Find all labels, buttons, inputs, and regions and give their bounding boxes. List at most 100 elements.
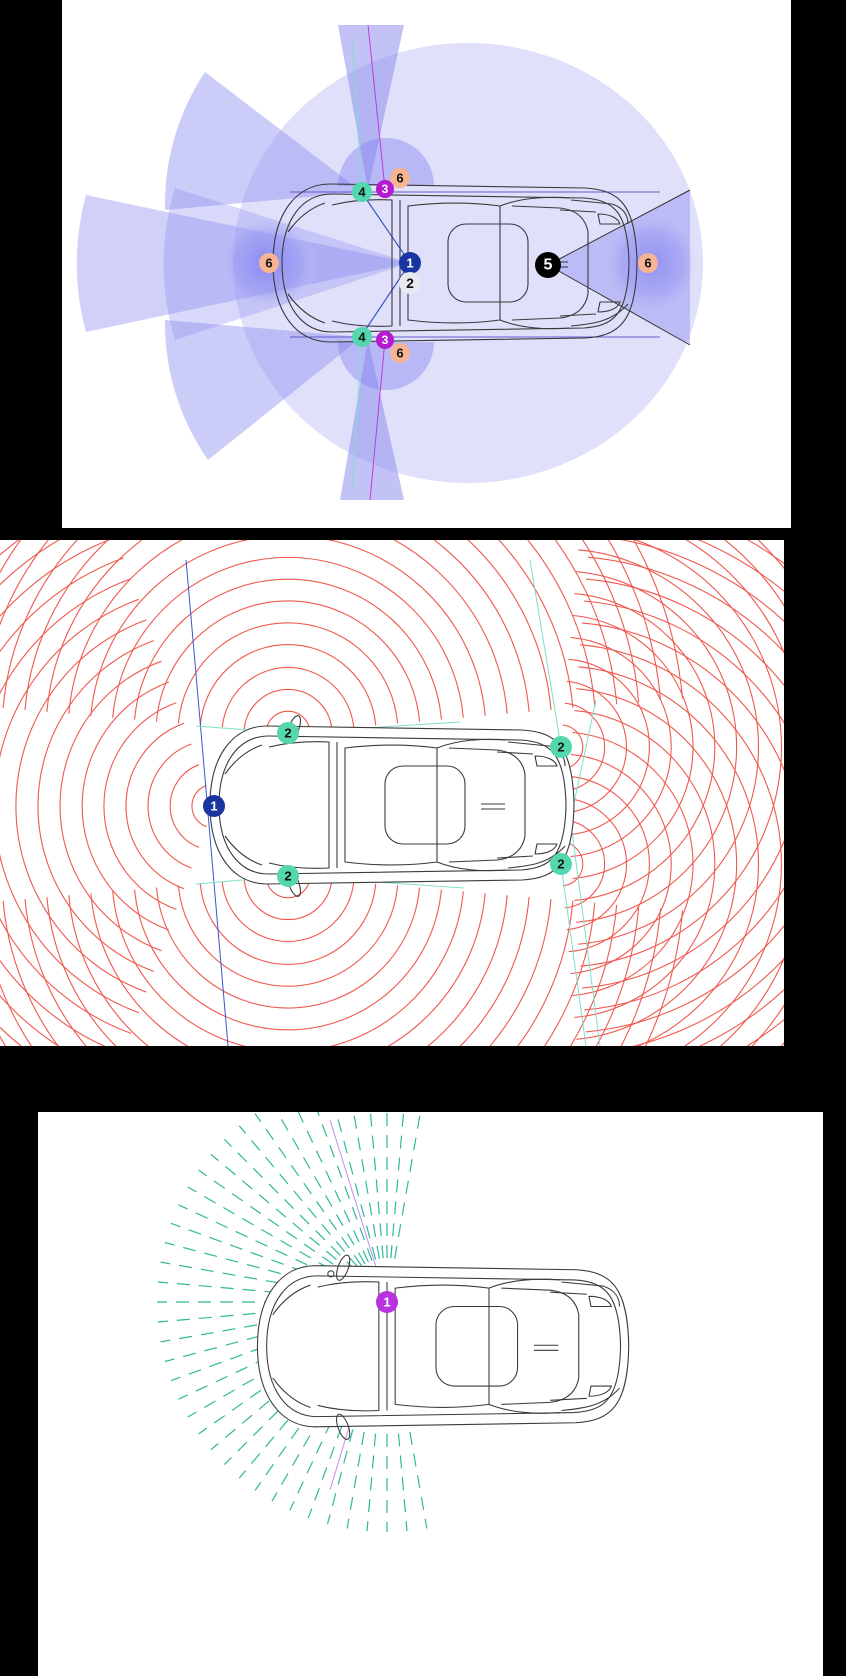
ultrasonic-wave-arc (562, 724, 584, 770)
lidar-beam-ray (254, 1113, 388, 1303)
ultrasonic-wave-arc (243, 879, 333, 921)
ultrasonic-wave-arc (578, 666, 759, 1046)
marker-6-fl-label: 6 (396, 171, 403, 186)
lidar-beam-ray (198, 1169, 388, 1303)
ultrasonic-wave-arc (147, 743, 192, 869)
marker-2-rear-right[interactable]: 2 (550, 853, 572, 875)
ultrasonic-marker-group[interactable]: 1 2 2 2 2 (203, 722, 572, 887)
adas-marker-group[interactable]: 6 6 6 6 3 (259, 168, 658, 363)
guide-line-rear-upper (547, 189, 691, 266)
marker-1-label: 1 (406, 256, 413, 271)
ultrasonic-wave-layer (0, 540, 784, 1046)
marker-6-front[interactable]: 6 (259, 253, 279, 273)
ultrasonic-wave-arc (594, 540, 784, 1046)
ultrasonic-wave-arc (0, 598, 139, 1014)
ultrasonic-wave-arc (46, 897, 530, 1046)
ultrasonic-wave-arc (0, 540, 94, 1046)
ultrasonic-wave-arc (112, 891, 464, 1046)
ultrasonic-wave-arc (2, 900, 574, 1046)
ultrasonic-wave-arc (596, 540, 785, 1046)
ultrasonic-wave-arc (644, 910, 684, 1046)
marker-4-upper[interactable]: 4 (352, 182, 372, 202)
guide-line-magenta-down (369, 339, 386, 501)
lidar-beam-ray (386, 1112, 422, 1303)
marker-6-rl-label: 6 (396, 346, 403, 361)
ultrasonic-wave-arc (0, 540, 20, 556)
ultrasonic-wave-arc (566, 680, 627, 814)
ultrasonic-wave-arc (0, 540, 618, 705)
ultrasonic-wave-arc (24, 898, 552, 1046)
guide-line-teal-up (351, 39, 363, 193)
ultrasonic-wave-arc (580, 540, 782, 967)
ultrasonic-wave-arc (583, 540, 784, 1011)
marker-6-front-left[interactable]: 6 (390, 168, 410, 188)
short-range-blob-upper (338, 138, 434, 186)
ultrasonic-diagram-svg: 1 2 2 2 2 (0, 540, 784, 1046)
corner-sector-upper-left (164, 72, 362, 210)
marker-2[interactable]: 2 (399, 272, 421, 294)
ultrasonic-wave-arc (265, 877, 311, 899)
ultrasonic-wave-arc (0, 902, 596, 1046)
marker-3-upper[interactable]: 3 (376, 180, 394, 198)
ultrasonic-wave-arc (564, 702, 606, 792)
ultrasonic-wave-arc (0, 540, 61, 1046)
ultrasonic-wave-arc (620, 540, 784, 623)
ultrasonic-wave-arc (580, 644, 782, 1046)
lidar-beam-ray (187, 1186, 388, 1303)
lidar-beam-ray (276, 1112, 388, 1303)
lidar-beam-ray (210, 1153, 388, 1303)
marker-2-rr-label: 2 (557, 857, 564, 872)
ultrasonic-wave-arc (574, 593, 716, 901)
marker-1[interactable]: 1 (203, 795, 225, 817)
ultrasonic-wave-arc (746, 540, 784, 565)
ultrasonic-wave-arc (581, 540, 640, 703)
ultrasonic-wave-arc (576, 571, 738, 923)
ultrasonic-wave-arc (199, 883, 377, 965)
narrow-beam-down (340, 340, 404, 500)
ultrasonic-wave-arc (265, 710, 311, 732)
guide-teal-rear-upper (529, 559, 562, 748)
lidar-beam-ray (352, 1112, 388, 1303)
marker-2-front-right[interactable]: 2 (277, 865, 299, 887)
marker-2-front-left[interactable]: 2 (277, 722, 299, 744)
guide-front-boundary (199, 719, 229, 1046)
ultrasonic-wave-arc (564, 819, 606, 909)
marker-1[interactable]: 1 (376, 1291, 398, 1313)
marker-3-lower-label: 3 (382, 333, 389, 347)
ultrasonic-wave-arc (81, 681, 170, 931)
ultrasonic-wave-arc (90, 893, 486, 1046)
marker-2-fr-label: 2 (284, 869, 291, 884)
ultrasonic-wave-arc (585, 540, 784, 1033)
ultrasonic-wave-arc (24, 540, 552, 711)
marker-6-rear-label: 6 (644, 256, 651, 271)
ultrasonic-wave-arc (68, 895, 508, 1046)
ultrasonic-wave-arc (568, 775, 650, 953)
ultrasonic-wave-arc (221, 667, 355, 728)
ultrasonic-wave-arc (633, 540, 684, 699)
ultrasonic-wave-arc (578, 549, 759, 945)
ultrasonic-wave-arc (566, 797, 627, 931)
marker-6-front-label: 6 (265, 256, 272, 271)
car-top-view (256, 1254, 630, 1440)
ultrasonic-wave-arc (582, 540, 784, 989)
ultrasonic-wave-arc (221, 881, 355, 942)
ultrasonic-wave-arc (59, 660, 162, 952)
marker-6-rear[interactable]: 6 (638, 253, 658, 273)
marker-2-rear-left[interactable]: 2 (550, 736, 572, 758)
corner-sector-lower-left (164, 320, 362, 460)
marker-4-lower[interactable]: 4 (352, 327, 372, 347)
marker-1-label: 1 (210, 799, 217, 814)
ultrasonic-wave-arc (155, 600, 421, 722)
guide-front-boundary-up (185, 559, 201, 721)
ultrasonic-wave-arc (112, 556, 464, 718)
marker-1[interactable]: 1 (399, 252, 421, 274)
ultrasonic-wave-arc (0, 540, 596, 707)
marker-3-lower[interactable]: 3 (376, 331, 394, 349)
ultrasonic-wave-arc (698, 988, 784, 1046)
ultrasonic-wave-arc (177, 885, 399, 987)
marker-1-label: 1 (383, 1295, 390, 1310)
guide-teal-rear-lower (560, 863, 587, 1046)
lidar-beam-ray (386, 1112, 405, 1303)
marker-5[interactable]: 5 (535, 252, 561, 278)
marker-6-rear-left[interactable]: 6 (390, 343, 410, 363)
